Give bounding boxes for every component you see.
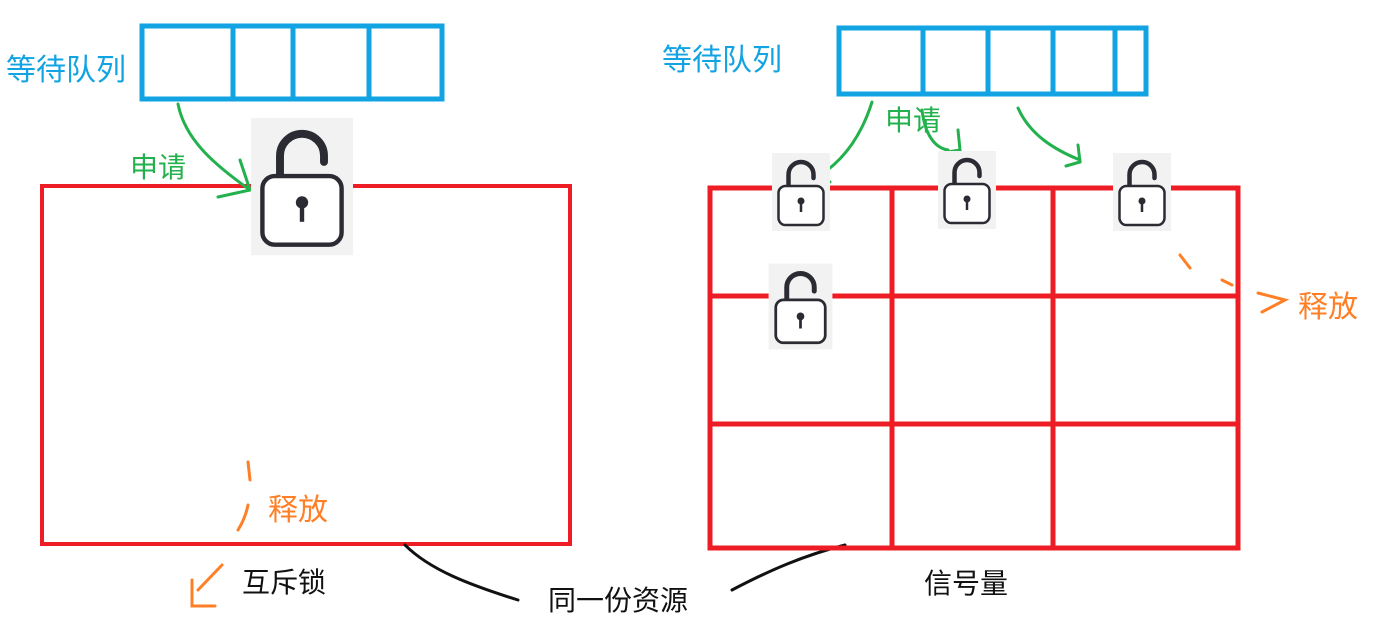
mutex-request-arrow — [176, 102, 252, 199]
semaphore-section: 等待队列 申请 — [662, 25, 1358, 600]
lock-icon — [769, 264, 833, 350]
lock-icon — [251, 118, 353, 255]
mutex-section: 等待队列 申请 释放 互斥锁 — [6, 23, 572, 608]
mutex-release-arrow — [190, 460, 252, 608]
shared-resource-label: 同一份资源 — [548, 584, 688, 617]
mutex-title: 互斥锁 — [242, 566, 326, 599]
semaphore-resource-grid — [707, 185, 1241, 551]
mutex-release-label: 释放 — [268, 493, 328, 528]
semaphore-title: 信号量 — [924, 567, 1008, 600]
mutex-wait-queue — [139, 23, 445, 102]
mutex-request-label: 申请 — [130, 151, 186, 184]
semaphore-release-label: 释放 — [1298, 290, 1358, 325]
semaphore-wait-queue — [836, 25, 1149, 97]
semaphore-queue-label: 等待队列 — [662, 43, 782, 78]
lock-icon — [1113, 153, 1171, 231]
semaphore-release-arrow — [1178, 253, 1290, 314]
lock-icon — [772, 153, 830, 231]
lock-icon — [938, 151, 996, 229]
mutex-queue-label: 等待队列 — [6, 53, 126, 88]
semaphore-request-label: 申请 — [885, 104, 941, 137]
